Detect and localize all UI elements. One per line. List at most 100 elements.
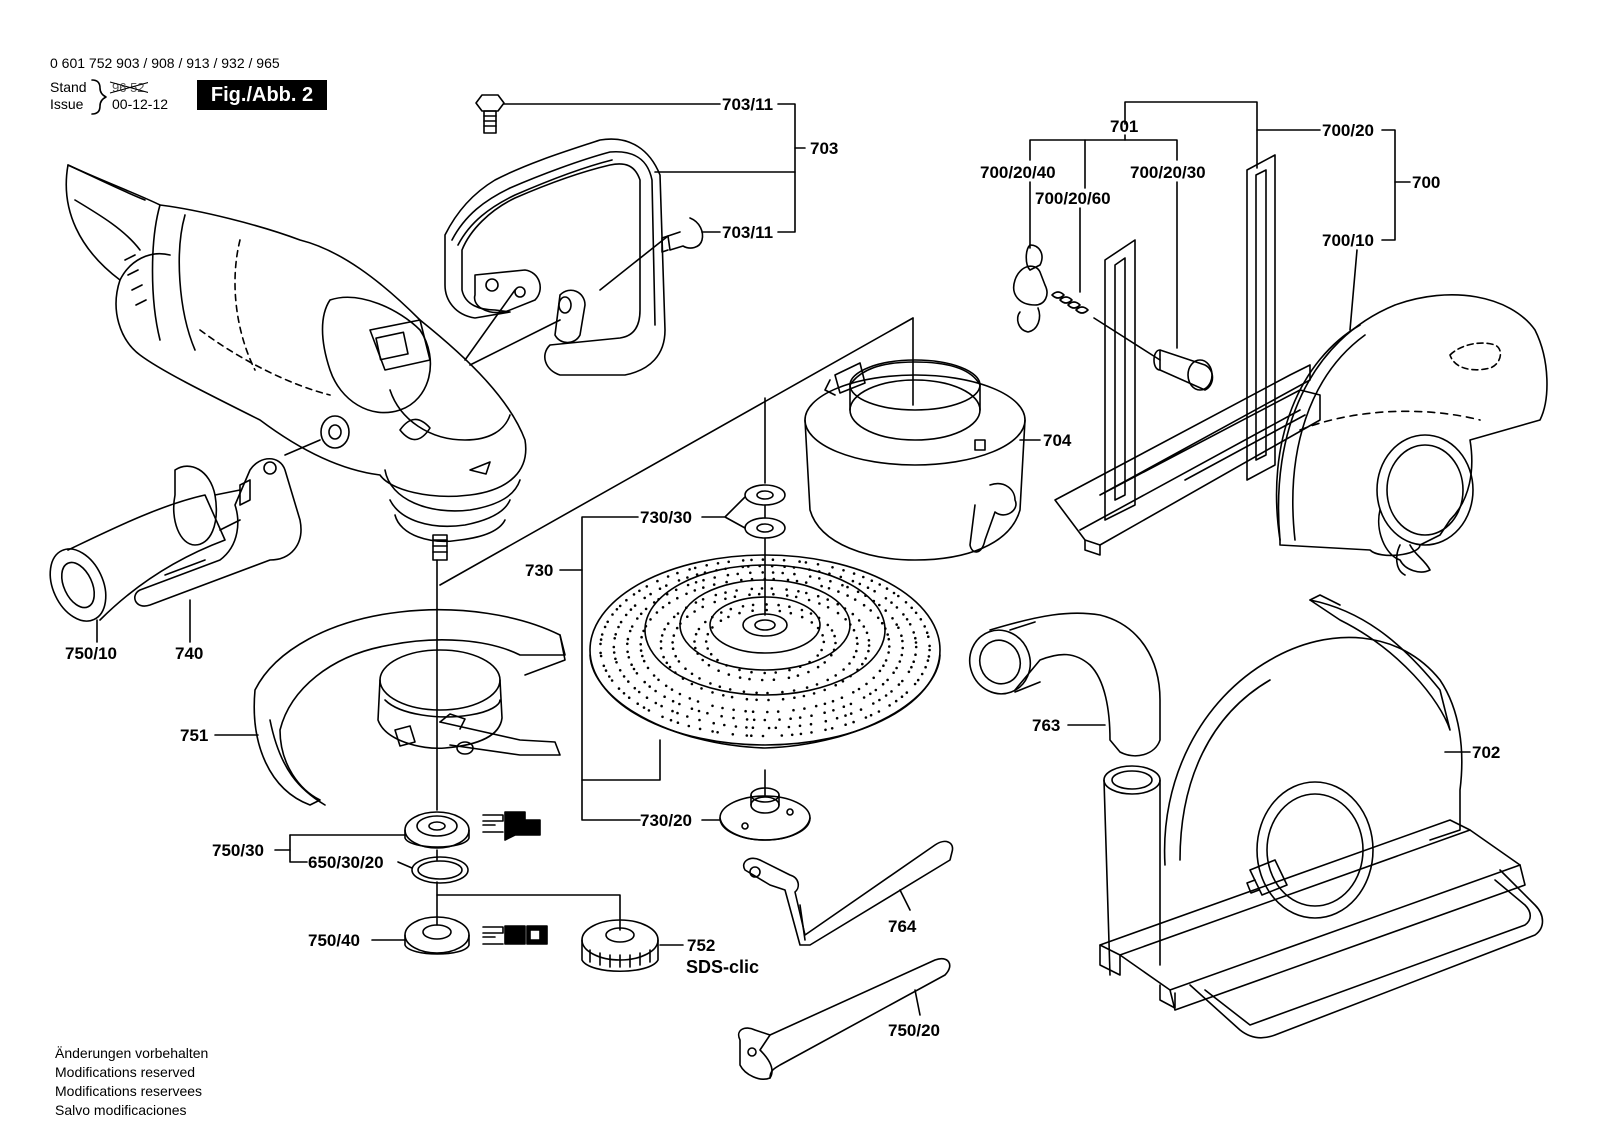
disc-dot xyxy=(676,711,679,715)
disc-dot xyxy=(606,620,609,624)
disc-dot xyxy=(887,651,890,654)
disc-dot xyxy=(857,619,861,622)
disc-dot xyxy=(713,600,716,604)
disc-dot xyxy=(714,593,718,597)
disc-dot xyxy=(690,682,694,686)
disc-dot xyxy=(888,645,891,648)
disc-dot xyxy=(604,669,608,672)
disc-dot xyxy=(618,604,622,608)
disc-dot xyxy=(666,575,670,578)
disc-dot xyxy=(627,656,631,659)
disc-dot xyxy=(649,618,652,621)
disc-dot xyxy=(846,585,849,589)
disc-dot xyxy=(793,696,796,699)
disc-dot xyxy=(751,603,755,607)
disc-dot xyxy=(884,597,888,600)
disc-dot xyxy=(693,610,696,613)
disc-dot xyxy=(830,727,834,730)
disc-dot xyxy=(684,667,687,670)
disc-dot xyxy=(927,635,930,638)
disc-dot xyxy=(677,579,681,582)
disc-dot xyxy=(774,726,778,730)
disc-dot xyxy=(770,587,774,590)
disc-dot xyxy=(855,636,859,640)
disc-dot xyxy=(661,715,664,719)
disc-dot xyxy=(912,631,915,634)
disc-dot xyxy=(690,707,694,710)
disc-dot xyxy=(648,685,651,688)
disc-dot xyxy=(612,651,616,654)
stand-struck-value: 96 52 xyxy=(100,79,151,96)
disc-dot xyxy=(865,631,869,635)
label-730-20: 730/20 xyxy=(640,811,692,830)
disc-dot xyxy=(626,642,629,646)
disc-dot xyxy=(716,658,719,662)
disc-dot xyxy=(886,633,889,636)
disc-dot xyxy=(750,577,754,581)
disc-dot xyxy=(713,576,716,579)
disc-dot xyxy=(798,665,802,668)
disc-dot xyxy=(627,696,631,699)
disc-dot xyxy=(844,618,847,621)
disc-dot xyxy=(869,713,873,717)
disc-dot xyxy=(824,728,827,732)
disc-dot xyxy=(662,655,665,659)
disc-dot xyxy=(750,558,753,562)
disc-dot xyxy=(766,710,769,714)
note-en: Modifications reserved xyxy=(55,1064,196,1080)
disc-dot xyxy=(852,691,855,694)
disc-dot xyxy=(727,673,731,676)
disc-dot xyxy=(611,613,614,616)
disc-dot xyxy=(884,659,888,662)
disc-dot xyxy=(700,687,703,690)
disc-dot xyxy=(652,601,656,604)
disc-dot xyxy=(787,725,791,729)
disc-dot xyxy=(642,706,646,709)
disc-dot xyxy=(644,607,648,611)
disc-dot xyxy=(625,598,628,602)
disc-dot xyxy=(622,675,626,678)
disc-dot xyxy=(844,714,847,717)
disc-dot xyxy=(612,645,616,649)
disc-dot xyxy=(862,696,866,699)
disc-dot xyxy=(849,674,852,678)
label-703-11-mid: 703/11 xyxy=(722,223,773,242)
disc-dot xyxy=(919,618,923,621)
disc-dot xyxy=(798,560,801,563)
disc-dot xyxy=(642,659,646,663)
disc-dot xyxy=(788,668,791,672)
disc-dot xyxy=(641,654,644,658)
disc-dot xyxy=(842,569,845,572)
disc-dot xyxy=(678,702,681,706)
disc-dot xyxy=(816,594,820,598)
disc-dot xyxy=(709,652,713,656)
disc-dot xyxy=(795,579,799,583)
disc-dot xyxy=(852,572,856,575)
disc-dot xyxy=(895,666,898,670)
disc-dot xyxy=(702,578,705,582)
disc-dot xyxy=(905,618,909,621)
label-750-30: 750/30 xyxy=(212,841,264,860)
disc-dot xyxy=(841,583,844,587)
disc-dot xyxy=(750,670,753,674)
disc-dot xyxy=(808,660,811,664)
disc-dot xyxy=(679,622,682,625)
disc-dot xyxy=(637,690,641,694)
disc-dot xyxy=(827,587,831,590)
disc-dot xyxy=(685,606,688,609)
disc-dot xyxy=(738,676,742,679)
disc-dot xyxy=(897,683,901,686)
disc-dot xyxy=(804,561,808,564)
disc-dot xyxy=(664,684,668,688)
disc-dot xyxy=(755,698,758,702)
disc-dot xyxy=(900,634,903,637)
disc-dot xyxy=(797,590,800,593)
disc-dot xyxy=(761,571,764,574)
disc-dot xyxy=(698,718,701,722)
disc-dot xyxy=(927,655,931,658)
disc-dot xyxy=(808,575,812,578)
disc-dot xyxy=(624,613,628,617)
label-750-20: 750/20 xyxy=(888,1021,940,1040)
disc-dot xyxy=(844,723,847,726)
disc-dot xyxy=(881,682,885,686)
